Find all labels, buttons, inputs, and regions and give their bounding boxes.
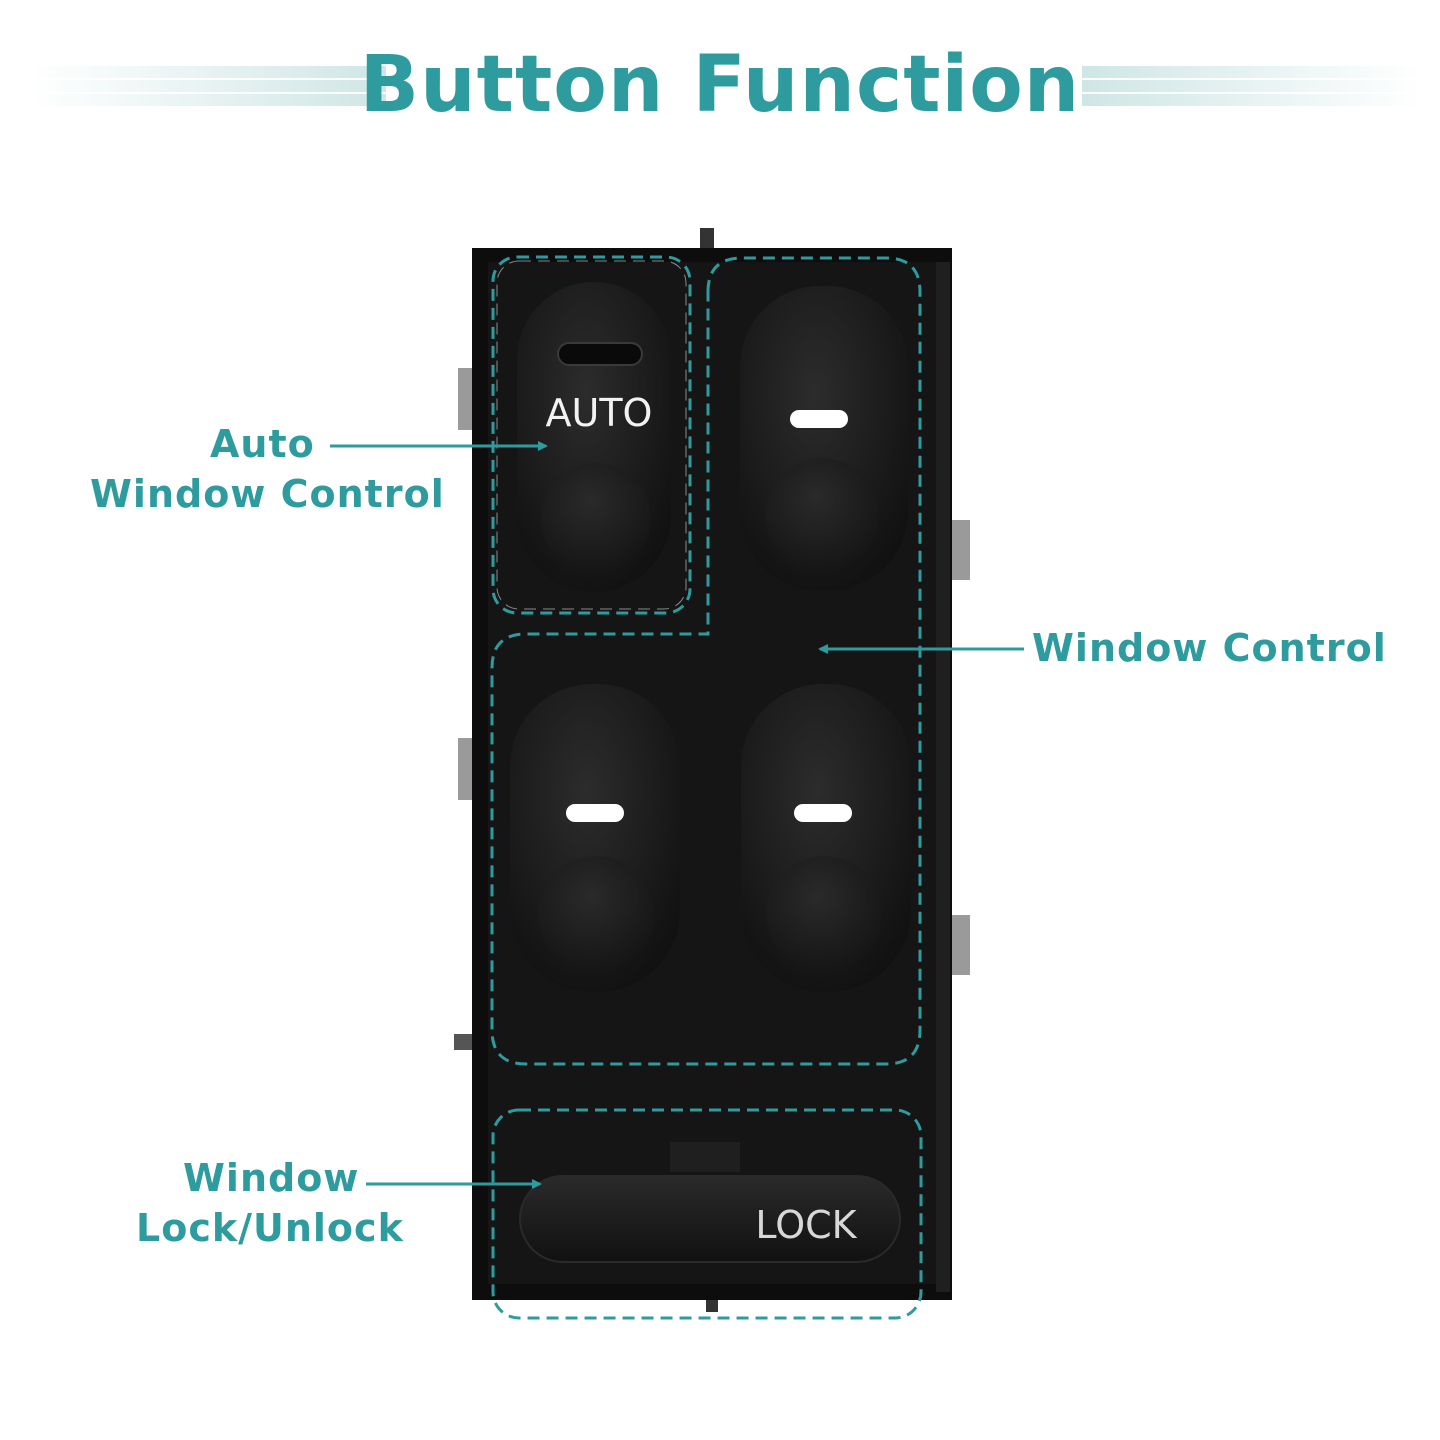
- callout-window-control: Window Control: [1032, 626, 1387, 670]
- callout-auto-line2: Window Control: [90, 472, 445, 516]
- title-decoration-left: [30, 66, 386, 106]
- callout-auto-line1: Auto: [210, 422, 315, 466]
- callout-lock-line2: Lock/Unlock: [136, 1206, 404, 1250]
- page-title: Button Function: [359, 40, 1081, 130]
- window-indicator-top-right: [790, 410, 848, 428]
- window-dimple-bottom-right: [766, 856, 882, 972]
- window-lock-button[interactable]: LOCK: [519, 1142, 901, 1263]
- window-indicator-bottom-left: [566, 804, 624, 822]
- outline-lock-group: [491, 1108, 923, 1320]
- callout-lock-line1: Window: [183, 1156, 360, 1200]
- clip-left-bottom: [454, 1034, 474, 1050]
- auto-button-label: AUTO: [546, 391, 653, 435]
- auto-window-button[interactable]: AUTO: [517, 282, 671, 592]
- lock-button-label: LOCK: [755, 1203, 857, 1247]
- side-clips: [454, 228, 970, 1312]
- window-button-bottom-left[interactable]: [510, 684, 680, 992]
- clip-left-middle: [458, 738, 474, 800]
- window-indicator-bottom-right: [794, 804, 852, 822]
- group-outlines: [490, 255, 923, 1320]
- callout-arrows: [330, 441, 1024, 1189]
- auto-indicator-slot: [557, 342, 643, 366]
- title-decoration-right: [1082, 66, 1422, 106]
- window-dimple-top-right: [765, 458, 879, 572]
- connector-pin-top: [700, 228, 714, 252]
- auto-button-dimple: [541, 463, 651, 573]
- switch-side-edge: [936, 262, 950, 1292]
- clip-right-bottom: [948, 915, 970, 975]
- window-button-bottom-right[interactable]: [741, 684, 911, 992]
- clip-right-top: [948, 520, 970, 580]
- clip-left-top: [458, 368, 474, 430]
- window-dimple-bottom-left: [538, 856, 654, 972]
- window-button-top-right[interactable]: [740, 286, 908, 591]
